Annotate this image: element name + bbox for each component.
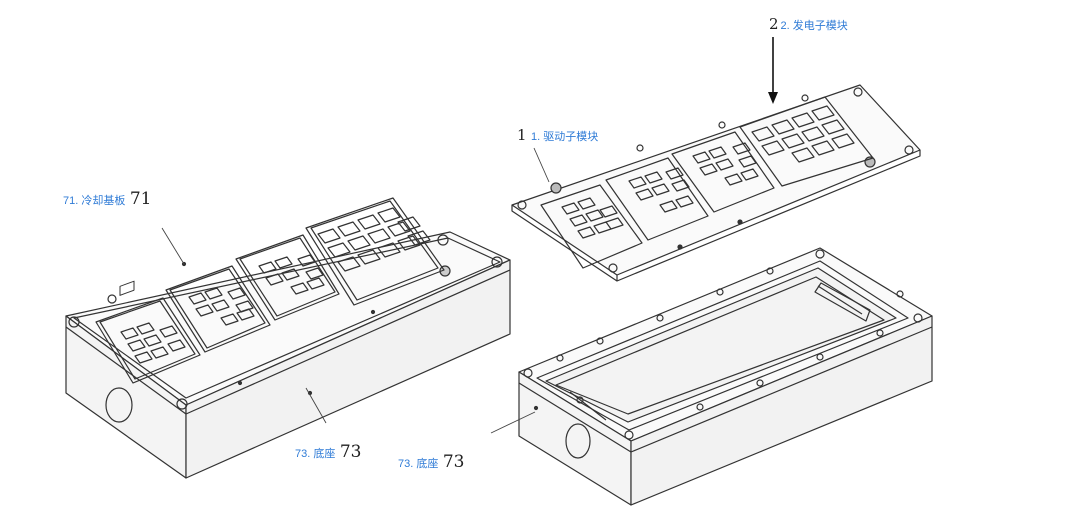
- label-emitter-module-number: 2: [769, 15, 779, 33]
- label-driver-module-number: 1: [517, 126, 527, 144]
- label-base-right-number: 73: [442, 452, 465, 472]
- cooling-plate-module-71: [95, 197, 445, 384]
- label-base-right-text: 73. 底座: [398, 458, 439, 470]
- label-cooling-plate-text: 71. 冷却基板: [63, 195, 126, 207]
- arrow-module-2: [768, 37, 778, 104]
- label-base-left: 73. 底座 73: [295, 444, 361, 461]
- label-base-right: 73. 底座 73: [398, 454, 464, 471]
- label-driver-module-text: 1. 驱动子模块: [531, 131, 599, 143]
- label-emitter-module-text: 2. 发电子模块: [780, 20, 848, 32]
- label-base-left-number: 73: [339, 442, 362, 462]
- label-driver-module: 1 1. 驱动子模块: [517, 128, 598, 144]
- label-cooling-plate-number: 71: [129, 189, 152, 209]
- open-base-housing: [518, 247, 933, 506]
- module-plate-exploded: [511, 84, 921, 282]
- leader-lines: [161, 147, 550, 434]
- label-cooling-plate: 71. 冷却基板 71: [63, 191, 151, 208]
- label-base-left-text: 73. 底座: [295, 448, 336, 460]
